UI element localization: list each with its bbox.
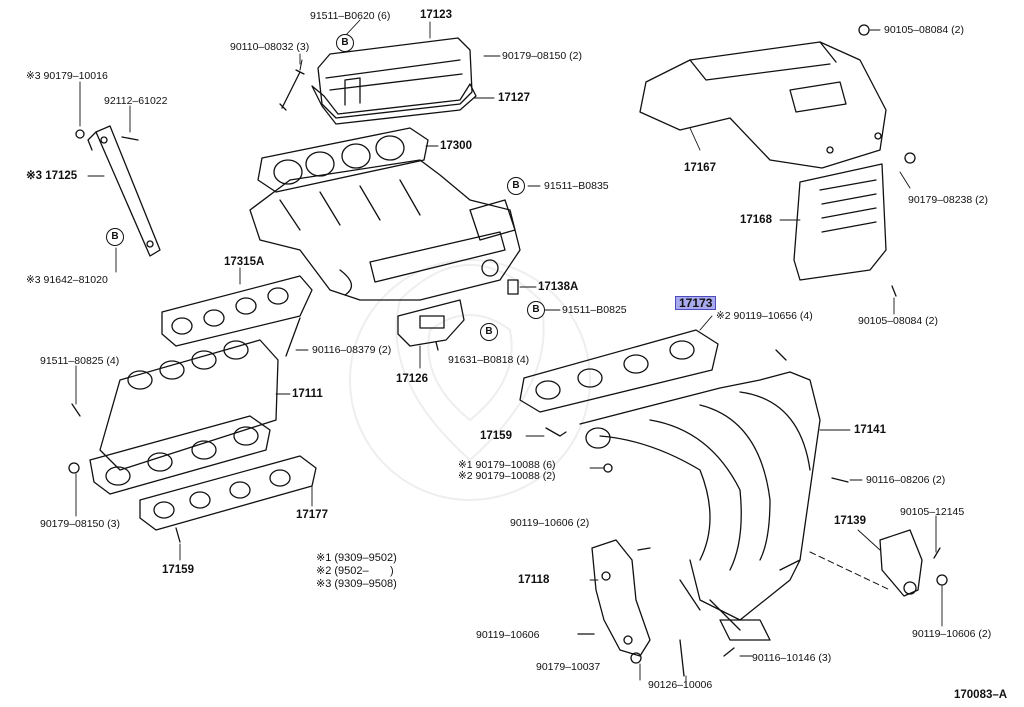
label-90179-10088-1[interactable]: ※1 90179–10088 (6) (458, 459, 556, 471)
part-17123-cover (317, 37, 473, 119)
part-17177-gasket (139, 455, 317, 531)
part-17138a-clip (507, 279, 519, 295)
bracket-17125 (87, 125, 161, 257)
label-90119-10656[interactable]: ※2 90119–10656 (4) (716, 310, 813, 322)
ref-b-mark: B (527, 301, 545, 319)
label-17173-highlighted[interactable]: 17173 (675, 296, 717, 310)
diagram-code: 170083–A (954, 689, 1008, 701)
label-90126-10006[interactable]: 90126–10006 (648, 679, 713, 691)
part-17126-bracket (397, 299, 465, 351)
ref-b-mark: B (507, 177, 525, 195)
label-17141[interactable]: 17141 (854, 424, 886, 436)
label-90105-12145[interactable]: 90105–12145 (900, 506, 965, 518)
part-17173-gasket (519, 329, 719, 413)
label-90179-08238[interactable]: 90179–08238 (2) (908, 194, 988, 206)
label-17300[interactable]: 17300 (440, 140, 472, 152)
label-90119-10606-b[interactable]: 90119–10606 (476, 629, 540, 641)
label-17167[interactable]: 17167 (684, 162, 716, 174)
label-90116-10146[interactable]: 90116–10146 (3) (752, 652, 832, 664)
part-17127-gasket (311, 83, 477, 125)
label-17138a[interactable]: 17138A (538, 281, 579, 293)
label-17125[interactable]: ※3 17125 (26, 170, 78, 182)
label-17127[interactable]: 17127 (498, 92, 530, 104)
label-17168[interactable]: 17168 (740, 214, 772, 226)
label-90179-10088-2[interactable]: ※2 90179–10088 (2) (458, 470, 556, 482)
label-17139[interactable]: 17139 (834, 515, 866, 527)
watermark (349, 259, 591, 501)
label-17159-mid[interactable]: 17159 (480, 430, 512, 442)
part-17111-manifold (89, 339, 279, 495)
label-90179-08150-left[interactable]: 90179–08150 (3) (40, 518, 120, 530)
part-17141-exhaust-manifold (579, 371, 821, 641)
label-91642-81020[interactable]: ※3 91642–81020 (26, 274, 108, 286)
label-17315a[interactable]: 17315A (224, 256, 265, 268)
label-90116-08379[interactable]: 90116–08379 (2) (312, 344, 392, 356)
bolt-90110 (279, 69, 305, 111)
label-92112-61022[interactable]: 92112–61022 (104, 95, 168, 107)
label-91631-b0818[interactable]: 91631–B0818 (4) (448, 354, 530, 366)
label-91511-80825[interactable]: 91511–80825 (4) (40, 355, 120, 367)
label-90105-08084-top[interactable]: 90105–08084 (2) (884, 24, 964, 36)
label-90119-10606-a[interactable]: 90119–10606 (2) (510, 517, 590, 529)
part-17168-insulator (793, 163, 887, 281)
note-1: ※1 (9309–9502) (316, 552, 397, 564)
label-91511-b0620[interactable]: 91511–B0620 (6) (310, 10, 391, 22)
note-2: ※2 (9502– ) (316, 565, 394, 577)
date-range-notes: ※1 (9309–9502) ※2 (9502– ) ※3 (9309–9508… (316, 552, 397, 591)
leader-lines (75, 19, 943, 687)
ref-b-mark: B (336, 34, 354, 52)
label-17126[interactable]: 17126 (396, 373, 428, 385)
ref-b-mark: B (480, 323, 498, 341)
intake-manifold (249, 159, 521, 301)
label-90116-08206[interactable]: 90116–08206 (2) (866, 474, 946, 486)
label-17118[interactable]: 17118 (518, 574, 550, 586)
label-90179-10037[interactable]: 90179–10037 (536, 661, 601, 673)
label-17177[interactable]: 17177 (296, 509, 328, 521)
part-17118-stay (591, 539, 651, 657)
ref-b-mark: B (106, 228, 124, 246)
note-3: ※3 (9309–9508) (316, 578, 397, 590)
label-91511-b0835[interactable]: 91511–B0835 (544, 180, 609, 192)
part-17315a-gasket (161, 275, 313, 347)
label-91511-b0825[interactable]: 91511–B0825 (562, 304, 627, 316)
part-17139-bracket (879, 529, 923, 597)
label-90105-08084-mid[interactable]: 90105–08084 (2) (858, 315, 938, 327)
label-90110-08032[interactable]: 90110–08032 (3) (230, 41, 310, 53)
label-17159-left[interactable]: 17159 (162, 564, 194, 576)
label-90179-10016[interactable]: ※3 90179–10016 (26, 70, 108, 82)
label-17123[interactable]: 17123 (420, 9, 452, 21)
part-17300-gasket (257, 127, 429, 193)
label-17111[interactable]: 17111 (292, 388, 323, 400)
label-90119-10606-c[interactable]: 90119–10606 (2) (912, 628, 992, 640)
part-17167-insulator (639, 41, 887, 169)
label-90179-08150-top[interactable]: 90179–08150 (2) (502, 50, 582, 62)
